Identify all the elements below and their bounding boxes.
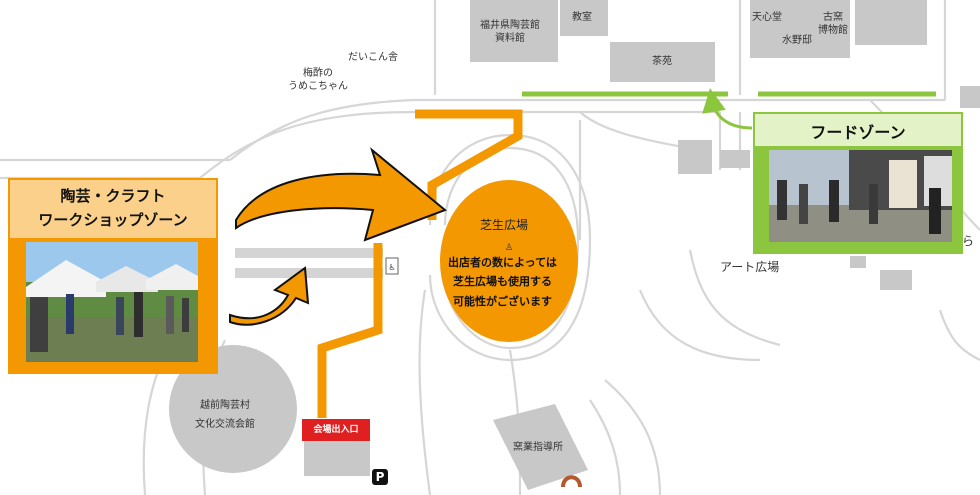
craft-zone-title-bg [10, 180, 216, 238]
entrance-label: 会場出入口 [302, 419, 370, 441]
lawn-note: 出店者の数によっては 芝生広場も使用する 可能性がございます [448, 256, 557, 308]
label-guidance: 窯業指導所 [513, 442, 563, 453]
label-chaen: 茶苑 [652, 56, 672, 67]
lawn-area [440, 180, 578, 342]
label-culture-hall: 越前陶芸村 文化交流会館 [195, 400, 255, 430]
label-side-char: ら [962, 234, 975, 248]
craft-zone-arrows [229, 147, 447, 326]
craft-zone-title: 陶芸・クラフト ワークショップゾーン [38, 187, 188, 229]
svg-text:♿: ♿ [388, 263, 395, 272]
lawn-name: 芝生広場 [480, 218, 529, 232]
label-daikon: だいこん舎 [348, 52, 398, 63]
label-kogama: 古窯 博物館 [818, 12, 848, 36]
label-umesui: 梅酢の うめこちゃん [288, 68, 348, 92]
buildings [169, 0, 980, 490]
label-art-square: アート広場 [720, 260, 780, 274]
label-tenshindo: 天心堂 [752, 12, 782, 23]
toilet-icon: ♿ [385, 257, 399, 275]
orange-routes [317, 109, 523, 418]
lawn-marker-icon: ♙ [505, 243, 513, 253]
craft-zone-photo [26, 242, 198, 362]
arch-icon [561, 475, 582, 488]
parking-icon: P [372, 469, 388, 485]
food-zone-title-bg [755, 114, 961, 146]
label-museum: 福井県陶芸館 資料館 [480, 20, 540, 44]
food-zone-arrow [702, 88, 753, 130]
approach-path-center [235, 258, 383, 268]
label-classroom: 教室 [572, 12, 592, 23]
food-zone-photo [769, 150, 952, 242]
food-zone-title: フードゾーン [810, 123, 906, 142]
label-mizunotei: 水野邸 [782, 35, 812, 46]
